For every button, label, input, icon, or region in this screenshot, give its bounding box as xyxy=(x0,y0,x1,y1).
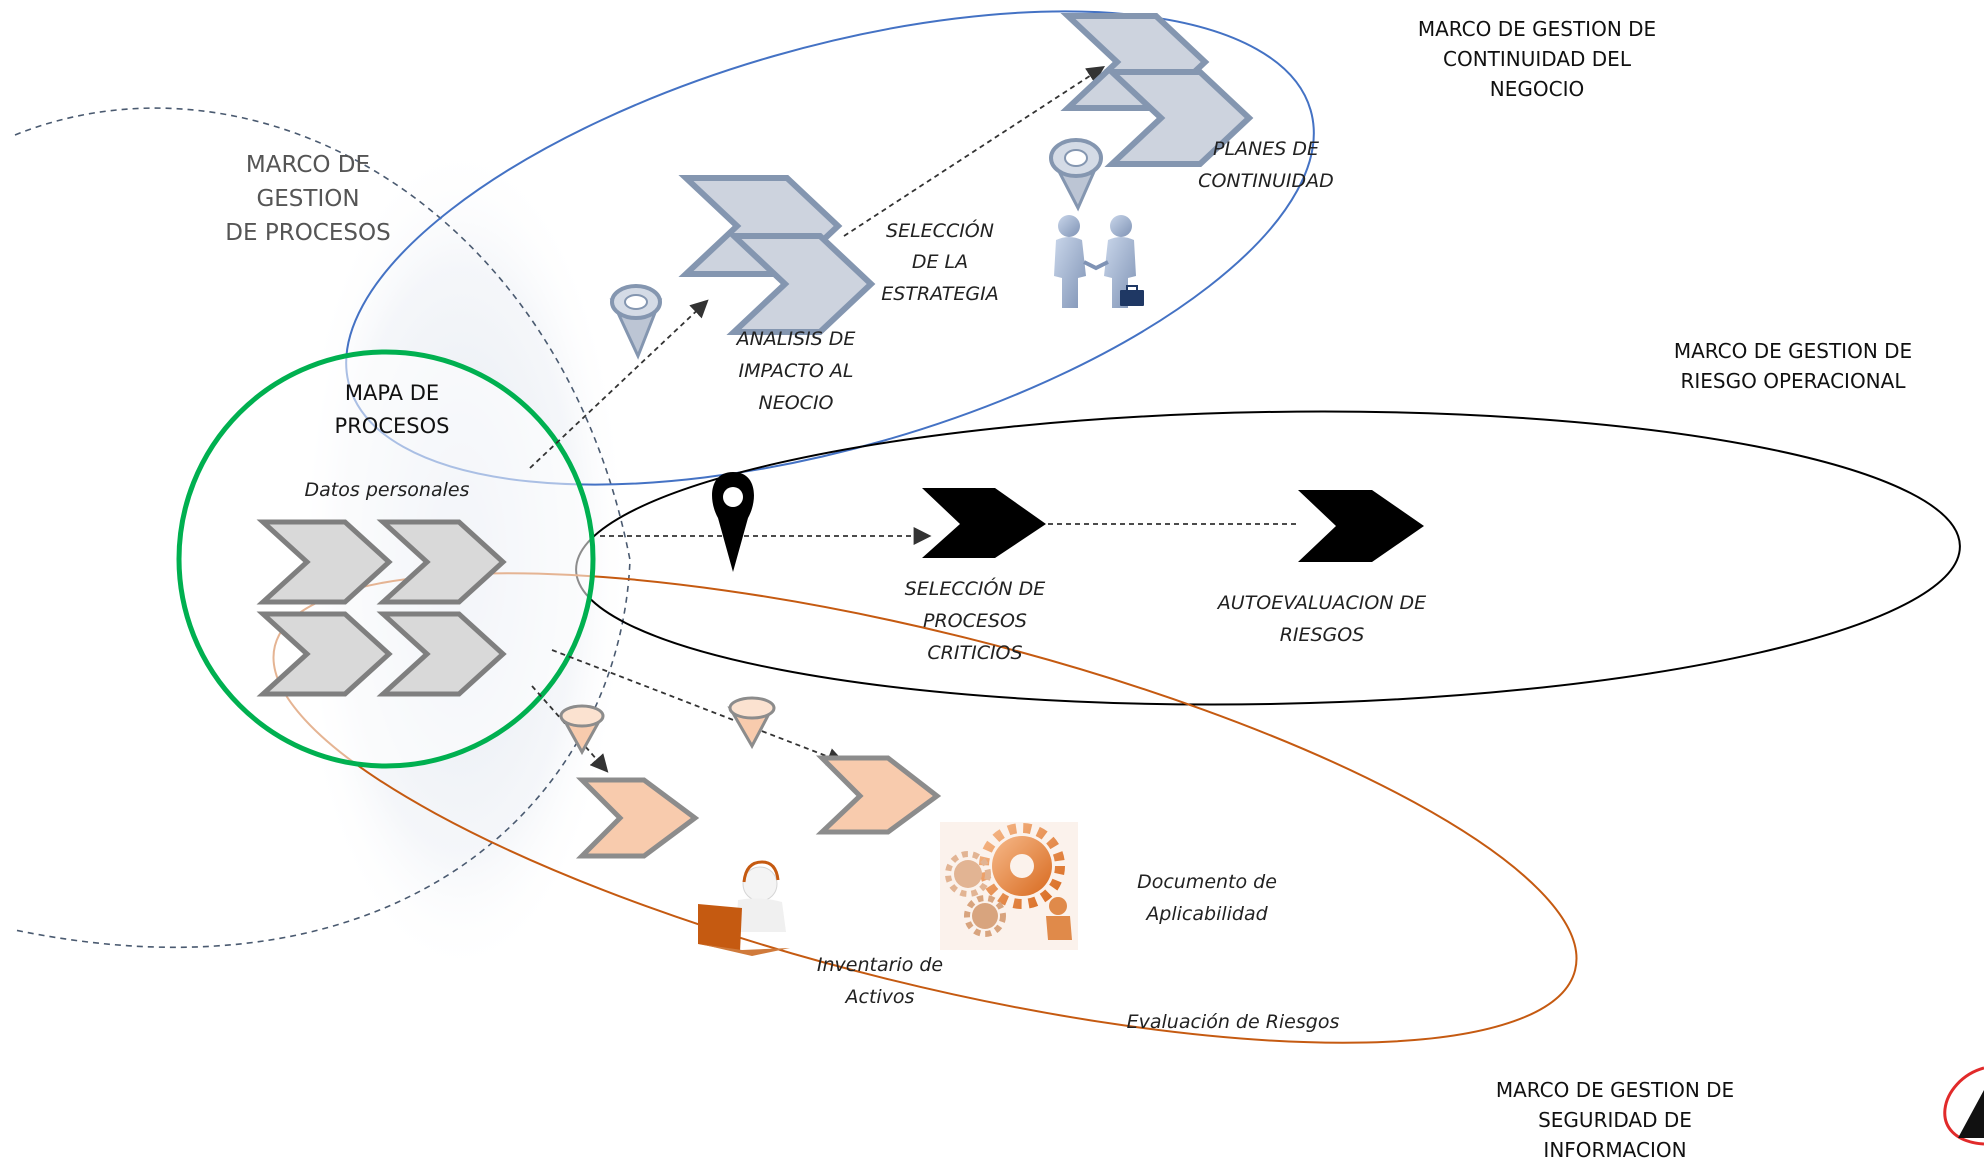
title-line: NEGOCIO xyxy=(1490,77,1584,101)
step-line: NEOCIO xyxy=(759,392,834,414)
title-line: RIESGO OPERACIONAL xyxy=(1681,369,1907,393)
funnel-icon xyxy=(559,704,605,756)
risk-ellipse xyxy=(575,410,1961,706)
title-line: MARCO DE GESTION DE xyxy=(1418,17,1656,41)
chevron-icon xyxy=(256,519,393,605)
security-chevrons xyxy=(575,755,942,859)
gears-icon xyxy=(940,822,1078,950)
continuidad-framework-title: MARCO DE GESTION DE CONTINUIDAD DEL NEGO… xyxy=(1418,17,1656,101)
chevron-icon xyxy=(575,777,700,859)
step-documento: Documento de Aplicabilidad xyxy=(1137,871,1277,925)
chevron-icon xyxy=(1104,69,1254,167)
procesos-framework-title: MARCO DE GESTION DE PROCESOS xyxy=(225,152,390,246)
step-line: CONTINUIDAD xyxy=(1198,170,1334,192)
chevron-icon xyxy=(256,611,393,697)
title-line: MARCO DE xyxy=(246,152,370,178)
step-line: SELECCIÓN DE xyxy=(905,576,1046,600)
step-planes: PLANES DE CONTINUIDAD xyxy=(1198,138,1334,192)
riesgo-framework-title: MARCO DE GESTION DE RIESGO OPERACIONAL xyxy=(1674,339,1912,393)
step-line: Activos xyxy=(844,986,915,1008)
step-line: Documento de xyxy=(1137,871,1277,893)
center-subtitle: Datos personales xyxy=(305,479,470,501)
step-inventario: Inventario de Activos xyxy=(817,954,943,1008)
map-pin-icon xyxy=(712,472,754,572)
step-seleccion-estrategia: SELECCIÓN DE LA ESTRATEGIA xyxy=(881,218,998,305)
title-line: MAPA DE xyxy=(345,381,439,405)
step-line: ESTRATEGIA xyxy=(881,283,998,305)
handshake-icon xyxy=(1054,215,1144,308)
flow-arrows xyxy=(529,66,1300,773)
title-line: PROCESOS xyxy=(335,414,450,438)
step-line: Inventario de xyxy=(817,954,943,976)
arrow-to-documento xyxy=(551,649,846,766)
title-line: MARCO DE GESTION DE xyxy=(1674,339,1912,363)
seguridad-framework-title: MARCO DE GESTION DE SEGURIDAD DE INFORMA… xyxy=(1496,1078,1734,1162)
chevron-icon xyxy=(376,611,507,697)
funnel-icon xyxy=(609,284,663,360)
funnel-icon xyxy=(1049,138,1103,212)
arrow-to-analisis xyxy=(529,299,709,469)
title-line: DE PROCESOS xyxy=(225,220,390,246)
title-line: CONTINUIDAD DEL xyxy=(1443,47,1632,71)
chevron-icon xyxy=(815,755,942,835)
chevron-icon xyxy=(1298,490,1424,562)
laptop-user-icon xyxy=(698,860,790,956)
continuity-chevrons xyxy=(678,13,1254,335)
step-line: RIESGOS xyxy=(1280,624,1365,646)
title-line: SEGURIDAD DE xyxy=(1538,1108,1692,1132)
title-line: MARCO DE GESTION DE xyxy=(1496,1078,1734,1102)
step-line: PROCESOS xyxy=(923,610,1027,632)
step-line: PLANES DE xyxy=(1213,138,1319,160)
chevron-icon xyxy=(726,233,876,335)
logo-icon xyxy=(1943,1066,1984,1146)
title-line: INFORMACION xyxy=(1543,1138,1686,1162)
step-autoevaluacion: AUTOEVALUACION DE RIESGOS xyxy=(1216,592,1426,646)
step-line: CRITICIOS xyxy=(927,642,1022,664)
step-analisis: ANALISIS DE IMPACTO AL NEOCIO xyxy=(735,328,856,414)
step-line: AUTOEVALUACION DE xyxy=(1216,592,1426,614)
step-evaluacion: Evaluación de Riesgos xyxy=(1127,1011,1340,1033)
chevron-icon xyxy=(922,488,1046,558)
step-seleccion-procesos: SELECCIÓN DE PROCESOS CRITICIOS xyxy=(905,576,1046,664)
process-chevrons xyxy=(256,519,507,697)
step-line: IMPACTO AL xyxy=(739,360,854,382)
funnel-icon xyxy=(727,696,776,750)
title-line: GESTION xyxy=(256,186,359,212)
step-line: DE LA xyxy=(912,251,968,273)
step-line: Aplicabilidad xyxy=(1144,903,1268,925)
step-line: ANALISIS DE xyxy=(735,328,856,350)
risk-chevrons xyxy=(922,488,1424,562)
step-line: SELECCIÓN xyxy=(886,218,994,242)
arrow-to-planes xyxy=(843,66,1106,237)
chevron-icon xyxy=(376,519,507,605)
center-title: MAPA DE PROCESOS xyxy=(335,381,450,438)
